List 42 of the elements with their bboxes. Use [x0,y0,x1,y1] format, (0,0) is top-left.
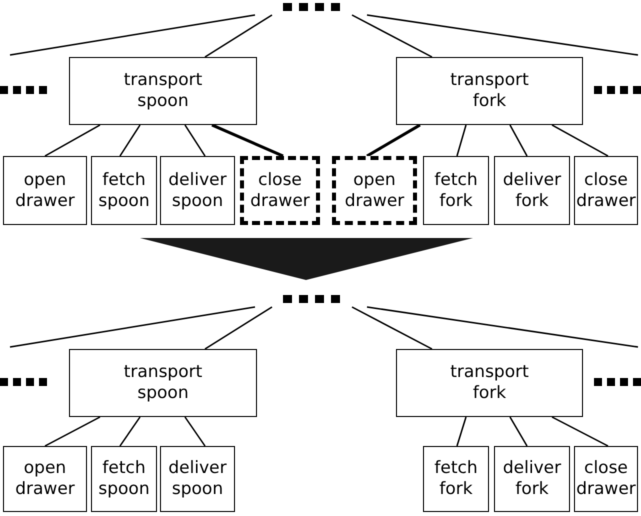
connector-line [352,14,432,58]
connector-line [204,14,272,58]
connector-line [119,416,141,446]
task-box: close drawer [574,156,638,225]
connector-line [10,306,256,348]
task-box: close drawer [574,446,638,512]
dashed-task-box: close drawer [240,156,320,225]
connector-line [44,124,100,157]
task-box: fetch spoon [91,156,157,225]
task-box: open drawer [3,156,87,225]
connector-line [366,306,638,348]
task-box: fetch spoon [91,446,157,512]
task-box: deliver fork [494,156,570,225]
connector-line [552,416,608,447]
connector-line [184,124,206,156]
task-box: transport fork [396,57,583,125]
connector-line [10,14,256,56]
ellipsis-dots [283,295,340,303]
task-box: deliver spoon [160,156,235,225]
task-box: deliver fork [494,446,570,512]
task-box: fetch fork [423,446,489,512]
connector-line [456,124,467,156]
task-box: open drawer [3,446,87,512]
task-box: deliver spoon [160,446,235,512]
task-box: fetch fork [423,156,489,225]
connector-line [366,14,638,56]
connector-line [456,416,467,446]
connector-line [184,416,206,446]
task-box: transport fork [396,349,583,417]
connector-line [211,124,284,158]
connector-line [119,124,141,156]
connector-line [366,124,421,158]
connector-line [509,124,528,156]
connector-line [552,124,608,157]
connector-line [352,306,432,350]
connector-line [204,306,272,350]
ellipsis-dots [283,3,340,11]
connector-line [44,416,100,447]
task-box: transport spoon [69,57,257,125]
dashed-task-box: open drawer [332,156,417,225]
task-box: transport spoon [69,349,257,417]
connector-line [509,416,528,446]
